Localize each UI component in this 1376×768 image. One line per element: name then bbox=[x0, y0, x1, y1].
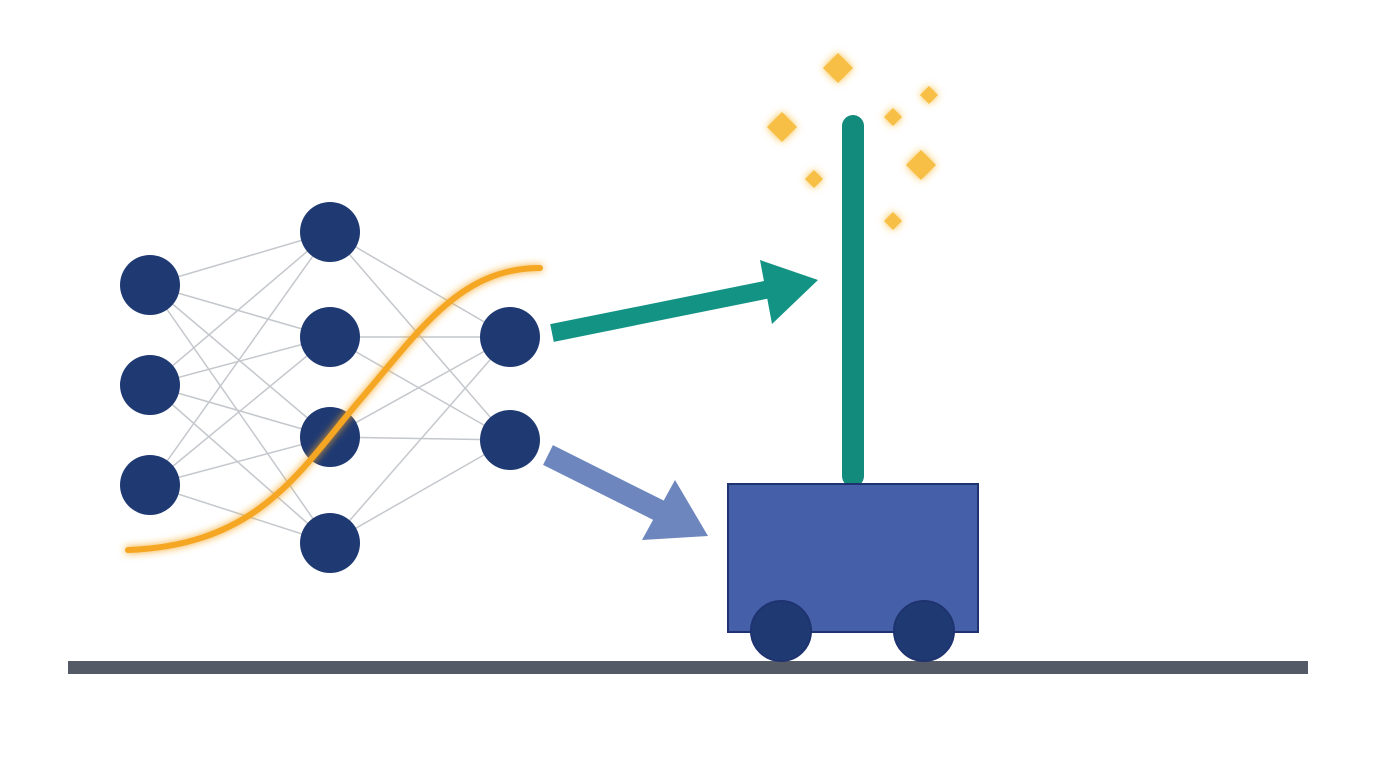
pole bbox=[842, 115, 864, 487]
sparkle-icon bbox=[823, 53, 853, 83]
network-node bbox=[300, 307, 360, 367]
network-node bbox=[480, 307, 540, 367]
network-node bbox=[120, 455, 180, 515]
sparkle-icon bbox=[920, 86, 938, 104]
network-edge bbox=[329, 336, 511, 441]
policy-arrow bbox=[550, 260, 818, 342]
network-edge bbox=[149, 284, 331, 544]
network-edge bbox=[149, 231, 331, 286]
network-edge bbox=[329, 336, 511, 438]
force-arrow bbox=[543, 445, 708, 540]
ground-line bbox=[68, 661, 1308, 674]
cart-wheel-left bbox=[750, 600, 812, 662]
network-node bbox=[300, 513, 360, 573]
network-edge bbox=[149, 231, 331, 486]
network-nodes bbox=[120, 202, 540, 573]
network-edge bbox=[149, 484, 331, 544]
cart-wheel-right bbox=[893, 600, 955, 662]
sparkle-icon bbox=[884, 108, 902, 126]
network-edge bbox=[149, 436, 331, 486]
network-node bbox=[120, 255, 180, 315]
network-edge bbox=[149, 336, 331, 386]
network-edge bbox=[329, 231, 511, 441]
network-node bbox=[300, 202, 360, 262]
network-node bbox=[480, 410, 540, 470]
network-edges bbox=[149, 231, 511, 544]
activation-curve bbox=[125, 265, 543, 553]
network-edge bbox=[329, 436, 511, 441]
sparkle-icon bbox=[906, 150, 936, 180]
network-edge bbox=[329, 336, 511, 544]
network-edge bbox=[149, 284, 331, 338]
network-edge bbox=[329, 439, 511, 544]
network-edge bbox=[149, 231, 331, 386]
network-node bbox=[120, 355, 180, 415]
sparkle-icon bbox=[884, 212, 902, 230]
network-edge bbox=[149, 336, 331, 486]
sparkles bbox=[767, 53, 938, 230]
sparkle-icon bbox=[805, 170, 823, 188]
sparkle-icon bbox=[767, 112, 797, 142]
network-edge bbox=[329, 231, 511, 338]
network-edge bbox=[149, 384, 331, 544]
